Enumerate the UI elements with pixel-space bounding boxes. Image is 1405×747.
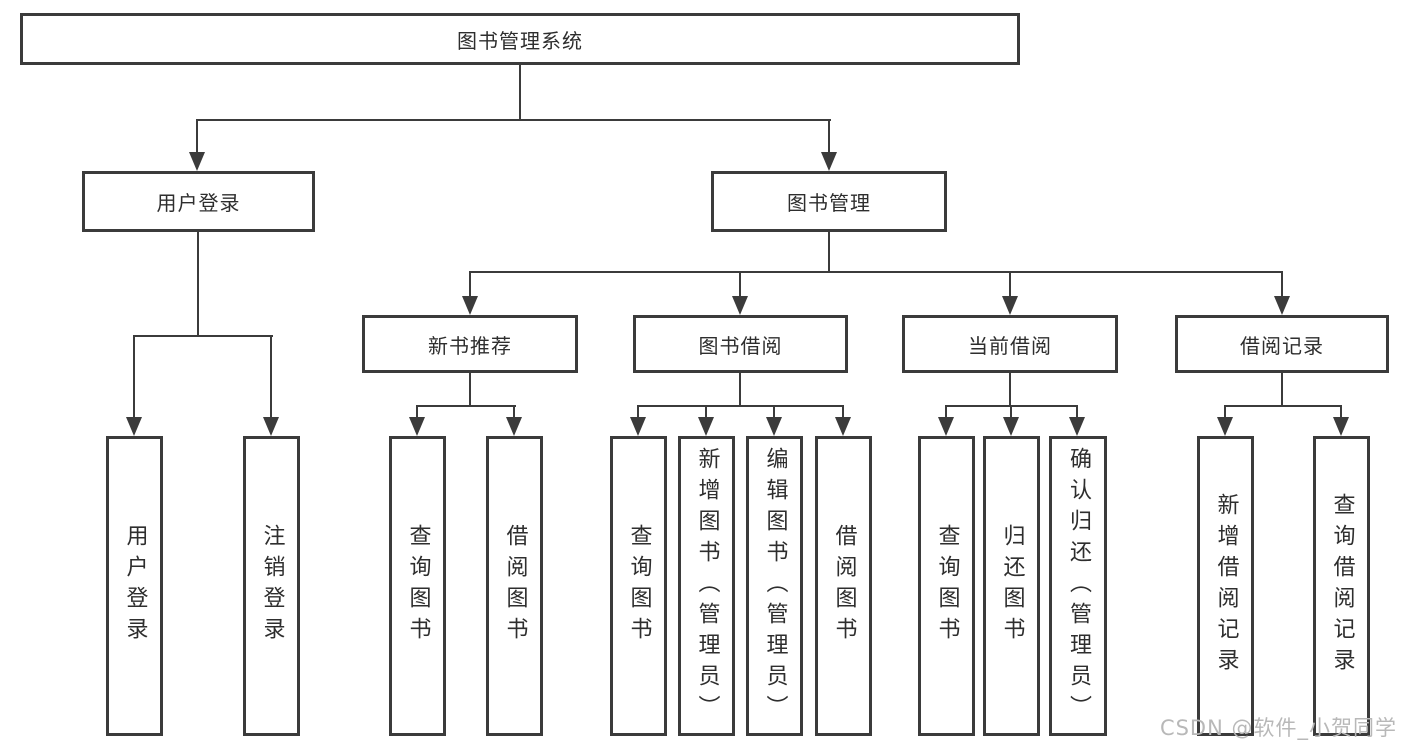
arrow-down-book-management: [821, 152, 837, 171]
connector-borrowing-hline: [637, 405, 844, 407]
connector-drop-cur-confirm: [1076, 405, 1078, 419]
connector-user-login-stub: [197, 230, 199, 337]
connector-drop-nb-query: [416, 405, 418, 419]
node-book-management: 图书管理: [711, 171, 947, 232]
connector-drop-new-book-recommend: [469, 271, 471, 299]
connector-level2-hline: [196, 119, 831, 121]
node-current-borrowing: 当前借阅: [902, 315, 1118, 373]
arrow-down-logout: [263, 417, 279, 436]
arrow-down-cur-confirm: [1069, 417, 1085, 436]
leaf-borrow-query-books: 查询图书: [610, 436, 667, 736]
arrow-down-new-book-recommend: [462, 296, 478, 315]
leaf-current-query-books: 查询图书: [918, 436, 975, 736]
arrow-down-bw-borrow: [835, 417, 851, 436]
connector-current-stub: [1009, 371, 1011, 407]
connector-drop-current-borrowing: [1009, 271, 1011, 299]
node-book-borrowing: 图书借阅: [633, 315, 848, 373]
arrow-down-cur-return: [1003, 417, 1019, 436]
csdn-watermark: CSDN @软件_小贺同学: [1159, 716, 1397, 740]
connector-drop-cur-query: [945, 405, 947, 419]
arrow-down-rec-query: [1333, 417, 1349, 436]
arrow-down-rec-add: [1217, 417, 1233, 436]
connector-newbook-hline: [416, 405, 516, 407]
leaf-logout: 注销登录: [243, 436, 300, 736]
connector-drop-bw-edit: [773, 405, 775, 419]
leaf-records-query-record: 查询借阅记录: [1313, 436, 1370, 736]
leaf-borrow-edit-books-admin: 编辑图书（管理员）: [746, 436, 803, 736]
connector-book-management-stub: [828, 230, 830, 273]
connector-borrowing-stub: [739, 371, 741, 407]
leaf-borrow-add-books-admin: 新增图书（管理员）: [678, 436, 735, 736]
connector-drop-book-borrowing: [739, 271, 741, 299]
arrow-down-borrowing-records: [1274, 296, 1290, 315]
connector-drop-login: [133, 335, 135, 419]
arrow-down-bw-add: [698, 417, 714, 436]
connector-drop-borrowing-records: [1281, 271, 1283, 299]
arrow-down-login: [126, 417, 142, 436]
arrow-down-book-borrowing: [732, 296, 748, 315]
arrow-down-nb-query: [409, 417, 425, 436]
connector-drop-bw-borrow: [842, 405, 844, 419]
arrow-down-current-borrowing: [1002, 296, 1018, 315]
connector-drop-bw-query: [637, 405, 639, 419]
connector-root-stub: [519, 63, 521, 120]
connector-drop-nb-borrow: [513, 405, 515, 419]
leaf-user-login: 用户登录: [106, 436, 163, 736]
arrow-down-bw-edit: [766, 417, 782, 436]
arrow-down-cur-query: [938, 417, 954, 436]
node-borrowing-records: 借阅记录: [1175, 315, 1389, 373]
connector-newbook-stub: [469, 371, 471, 407]
leaf-newbook-query-books: 查询图书: [389, 436, 446, 736]
connector-drop-bw-add: [705, 405, 707, 419]
leaf-current-confirm-return-admin: 确认归还（管理员）: [1049, 436, 1107, 736]
connector-drop-cur-return: [1010, 405, 1012, 419]
leaf-newbook-borrow-books: 借阅图书: [486, 436, 543, 736]
connector-drop-user-login: [196, 119, 198, 155]
leaf-current-return-books: 归还图书: [983, 436, 1040, 736]
leaf-records-add-record: 新增借阅记录: [1197, 436, 1254, 736]
node-new-book-recommend: 新书推荐: [362, 315, 578, 373]
leaf-borrow-borrow-books: 借阅图书: [815, 436, 872, 736]
connector-level3-hline: [469, 271, 1283, 273]
connector-drop-logout: [270, 335, 272, 419]
connector-drop-rec-add: [1224, 405, 1226, 419]
arrow-down-bw-query: [630, 417, 646, 436]
arrow-down-user-login: [189, 152, 205, 171]
node-root: 图书管理系统: [20, 13, 1020, 65]
connector-drop-book-management: [828, 119, 830, 155]
connector-records-hline: [1224, 405, 1342, 407]
arrow-down-nb-borrow: [506, 417, 522, 436]
node-user-login: 用户登录: [82, 171, 315, 232]
connector-records-stub: [1281, 371, 1283, 407]
connector-user-login-hline: [133, 335, 273, 337]
connector-drop-rec-query: [1340, 405, 1342, 419]
